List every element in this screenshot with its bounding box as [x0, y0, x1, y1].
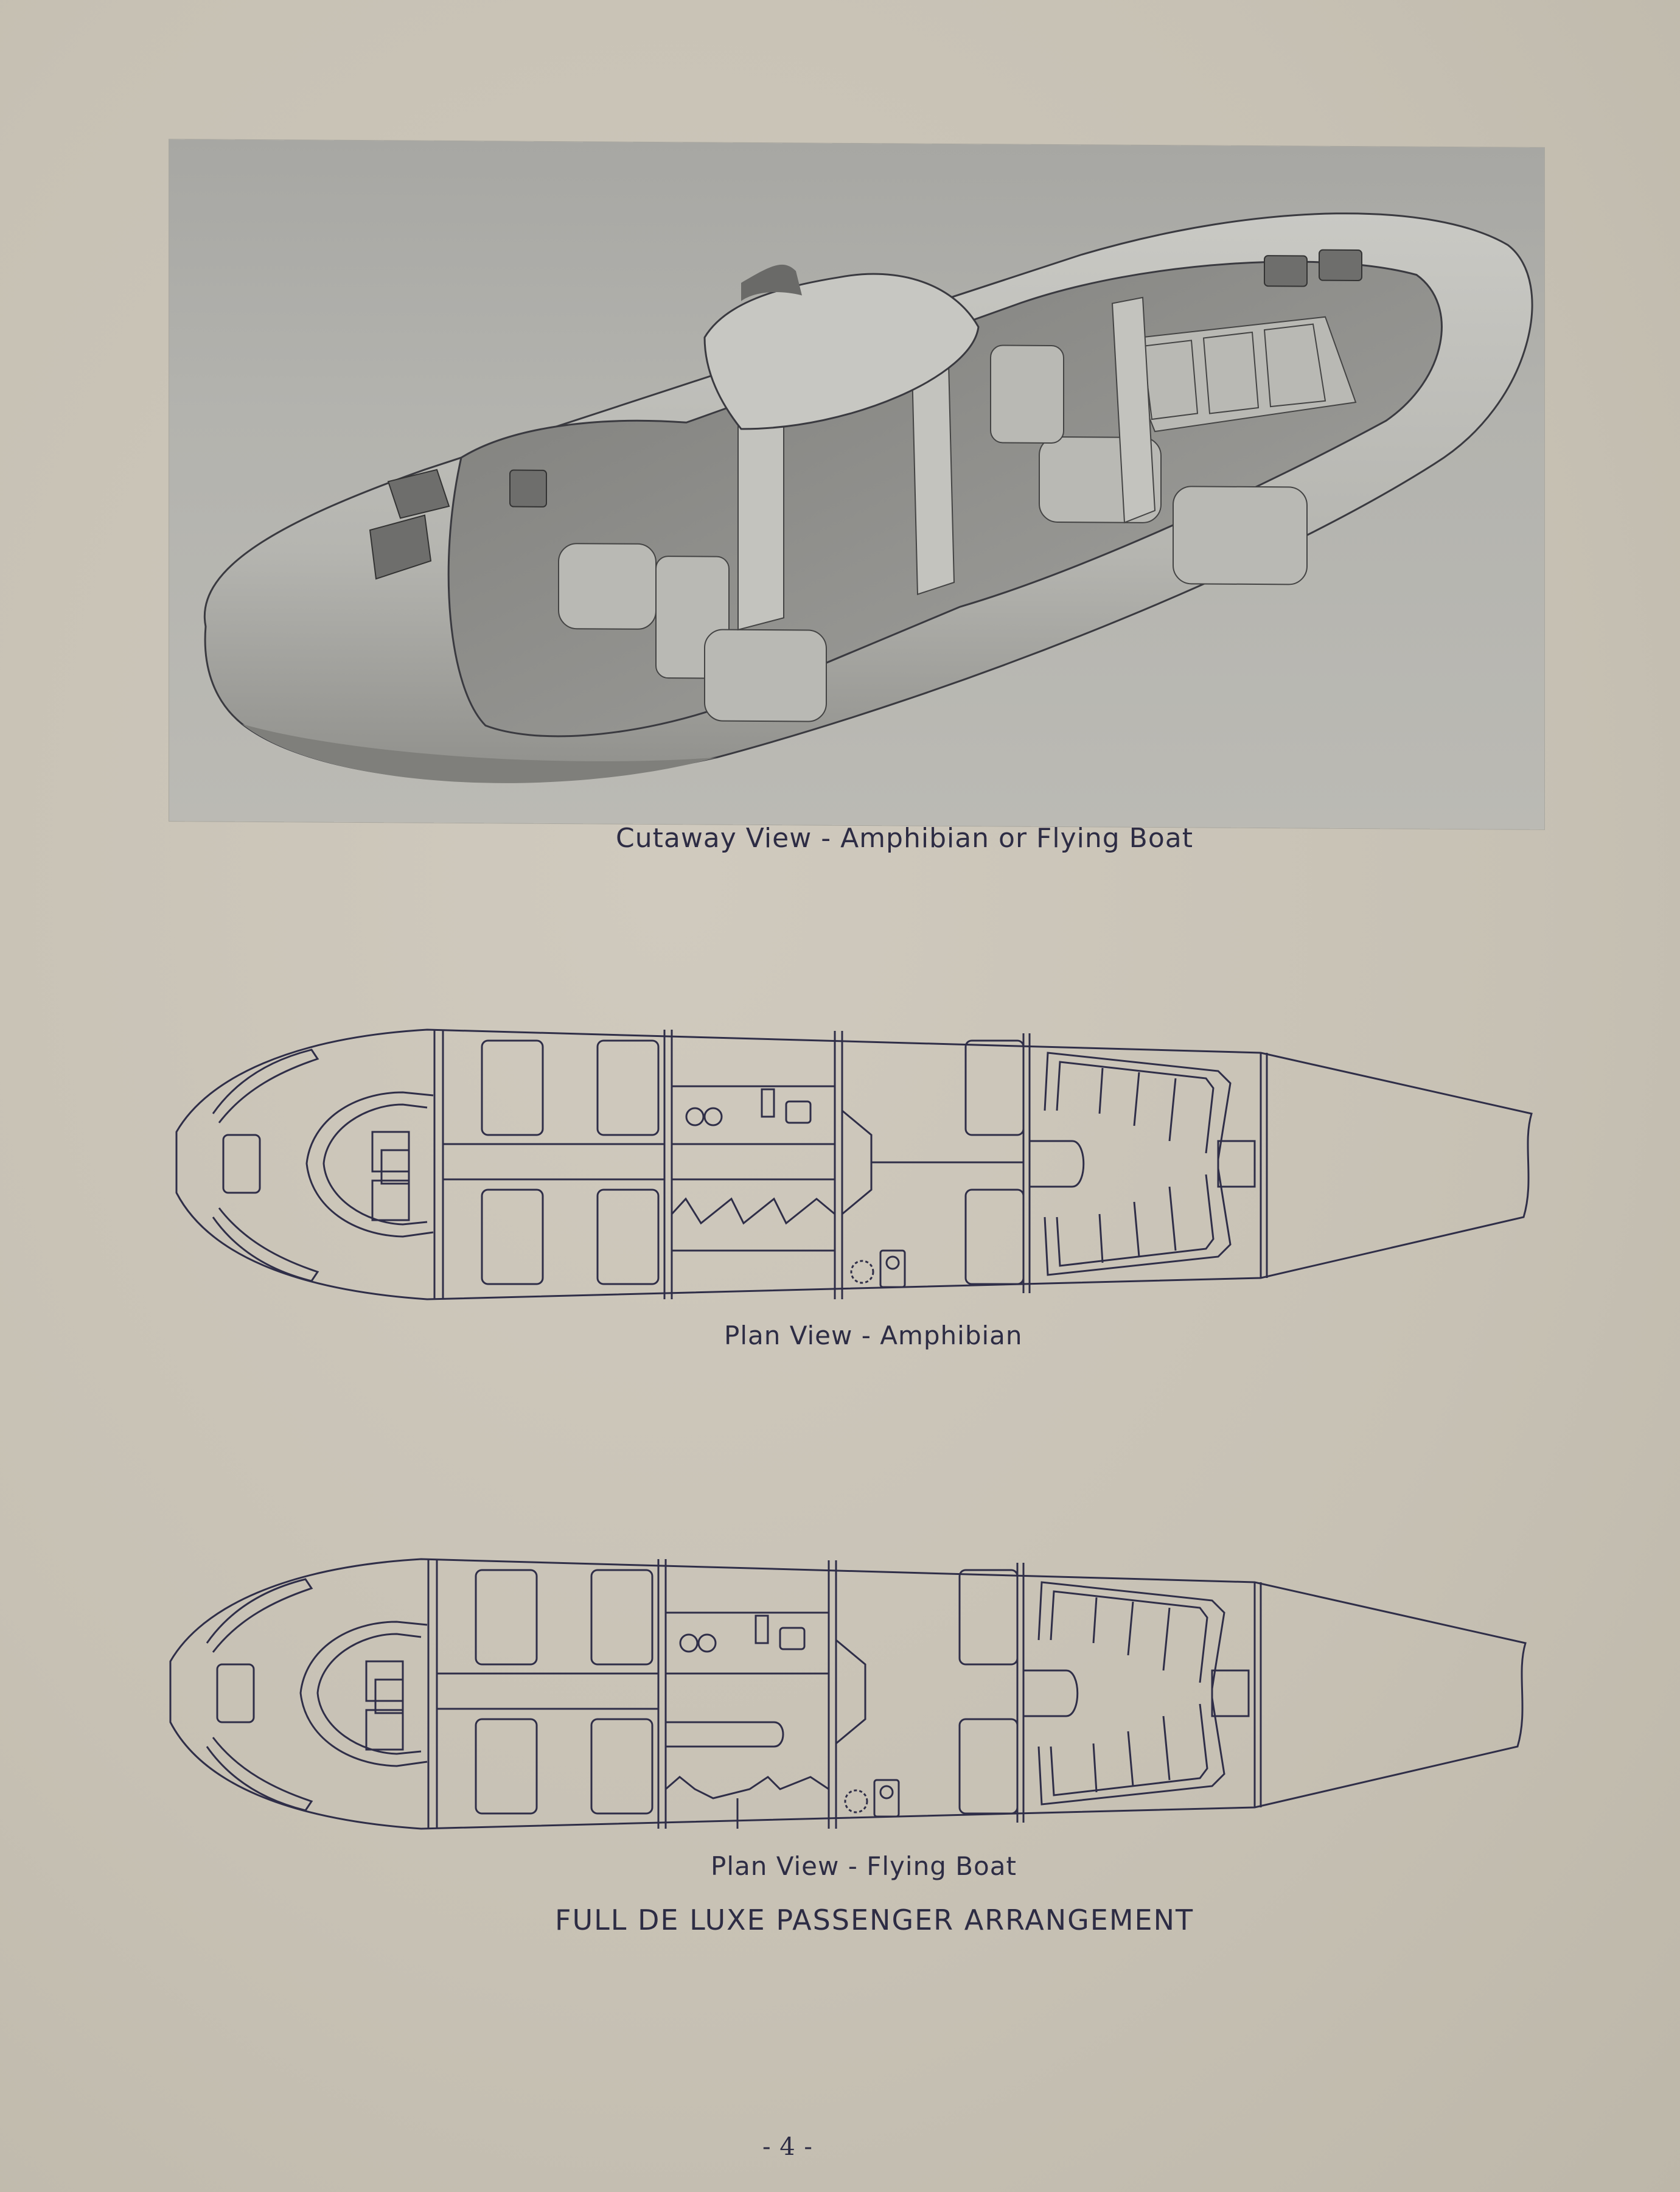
plan-amphibian-caption: Plan View - Amphibian [724, 1321, 1023, 1350]
aircraft-floor-plan-icon [169, 1558, 1527, 1830]
plan-view-amphibian [172, 1022, 1541, 1308]
plan-flying-boat-caption: Plan View - Flying Boat [711, 1851, 1017, 1881]
cutaway-illustration [169, 139, 1544, 829]
aircraft-floor-plan-icon [175, 1028, 1533, 1300]
page-number: - 4 - [762, 2133, 813, 2161]
cutaway-caption: Cutaway View - Amphibian or Flying Boat [616, 823, 1193, 854]
page-title: FULL DE LUXE PASSENGER ARRANGEMENT [555, 1904, 1194, 1936]
plan-view-flying-boat [166, 1552, 1535, 1838]
aircraft-hull-cutaway-icon [203, 212, 1533, 783]
